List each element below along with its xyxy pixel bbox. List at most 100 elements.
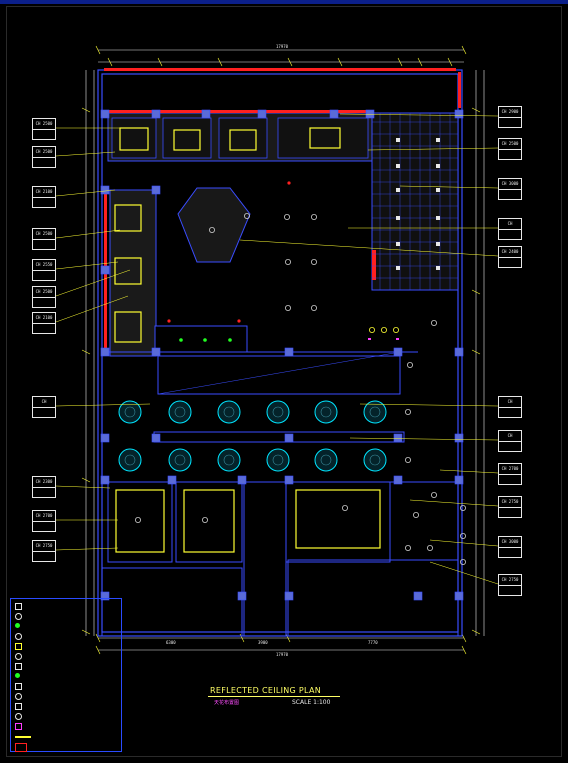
round-lamp [266, 448, 290, 472]
bottom-segment-1: 6300 [166, 640, 176, 645]
emergency-light-icon [15, 713, 22, 720]
tag-code: CH 2500 [499, 139, 521, 150]
grid-lamp [396, 188, 400, 192]
ceiling-height-tag: CH 2550 [32, 259, 56, 281]
plan-title: REFLECTED CEILING PLAN [210, 686, 322, 695]
downlight [310, 258, 317, 265]
downlight [406, 361, 413, 368]
round-lamp [363, 400, 387, 424]
tag-code: CH 3000 [499, 179, 521, 190]
top-border-line [0, 0, 568, 4]
tag-code: CH 2500 [33, 147, 55, 158]
leader-line [339, 113, 499, 117]
tag-height [33, 324, 55, 334]
downlight [404, 408, 411, 415]
grid-lamp [396, 216, 400, 220]
downlight [412, 512, 419, 519]
legend-row [11, 681, 123, 692]
column [100, 475, 110, 485]
grid-lamp [436, 164, 440, 168]
tag-height [33, 271, 55, 281]
camera-icon [15, 743, 27, 752]
leader-line [399, 185, 499, 189]
grid-lamp [436, 216, 440, 220]
tag-code: CH 2750 [33, 541, 55, 552]
tag-code: CH 2100 [33, 187, 55, 198]
ceiling-height-tag: CH 2300 [32, 476, 56, 498]
downlight [430, 491, 437, 498]
overall-width-top: 17970 [276, 44, 289, 49]
bottom-segment-2: 3900 [258, 640, 268, 645]
leader-line [55, 295, 129, 323]
tag-code: CH 2550 [33, 260, 55, 271]
tag-height [499, 442, 521, 452]
leader-line [55, 189, 116, 197]
tag-height [499, 150, 521, 160]
red-right-top-wall [458, 72, 461, 108]
top-lamp-boxes [119, 127, 341, 151]
tag-code: CH [33, 397, 55, 408]
bar-counter [154, 325, 248, 353]
ceiling-fan-icon [15, 693, 22, 700]
round-lamp [168, 400, 192, 424]
ceiling-height-tag: CH 2750 [498, 496, 522, 518]
tag-code: CH 2750 [499, 575, 521, 586]
ceiling-height-tag: CH 2400 [498, 246, 522, 268]
grid-lamp-icon [15, 603, 22, 610]
tag-code: CH [499, 397, 521, 408]
drawing-frame [6, 6, 562, 757]
left-lamp-boxes [114, 204, 142, 343]
downlight [341, 504, 348, 511]
column [329, 109, 339, 119]
legend-row [11, 601, 123, 612]
tag-height [33, 240, 55, 250]
downlight [459, 504, 466, 511]
leader-line [349, 437, 499, 441]
dimension-ticks [81, 45, 481, 655]
column [365, 109, 375, 119]
ceiling-height-tag: CH 2750 [32, 540, 56, 562]
tag-code: CH 2700 [499, 464, 521, 475]
downlight [310, 304, 317, 311]
downlight [430, 319, 437, 326]
legend-row [11, 711, 123, 722]
round-lamp [363, 448, 387, 472]
legend-row [11, 651, 123, 662]
column [284, 591, 294, 601]
leader-line [367, 147, 499, 151]
tag-code: CH 2300 [33, 477, 55, 488]
column [100, 591, 110, 601]
ceiling-height-tag: CH 2700 [498, 463, 522, 485]
tag-code: CH 2500 [33, 229, 55, 240]
hexagon-ceiling-feature [177, 187, 251, 263]
tag-height [499, 190, 521, 200]
ceiling-height-tag: CH 2500 [32, 146, 56, 168]
legend-row [11, 661, 123, 672]
column [454, 475, 464, 485]
spot-lights [368, 326, 399, 333]
title-block: REFLECTED CEILING PLAN 天花布置图 SCALE 1:100 [208, 686, 348, 716]
tag-code: CH 2100 [33, 313, 55, 324]
tag-code: CH 3000 [499, 537, 521, 548]
air-outlet-icon [15, 683, 22, 690]
downlight [134, 517, 141, 524]
spotlight-icon [15, 633, 22, 640]
corridor [243, 482, 287, 636]
grid-lamp [436, 188, 440, 192]
round-lamp [168, 448, 192, 472]
downlight [243, 212, 250, 219]
round-lamp [314, 448, 338, 472]
round-lamp [118, 400, 142, 424]
grid-ceiling-lines [372, 113, 458, 290]
tag-height [499, 258, 521, 268]
lower-lamp-boxes [115, 489, 381, 553]
ceiling-height-tag: CH 2100 [32, 312, 56, 334]
downlight [310, 213, 317, 220]
grid-lamp [396, 164, 400, 168]
leader-line [429, 539, 499, 547]
ceiling-height-tag: CH 2500 [32, 118, 56, 140]
round-lamp [266, 400, 290, 424]
red-grid-wall [372, 250, 376, 280]
title-underline [208, 696, 340, 697]
ceiling-height-tag: CH [32, 396, 56, 418]
